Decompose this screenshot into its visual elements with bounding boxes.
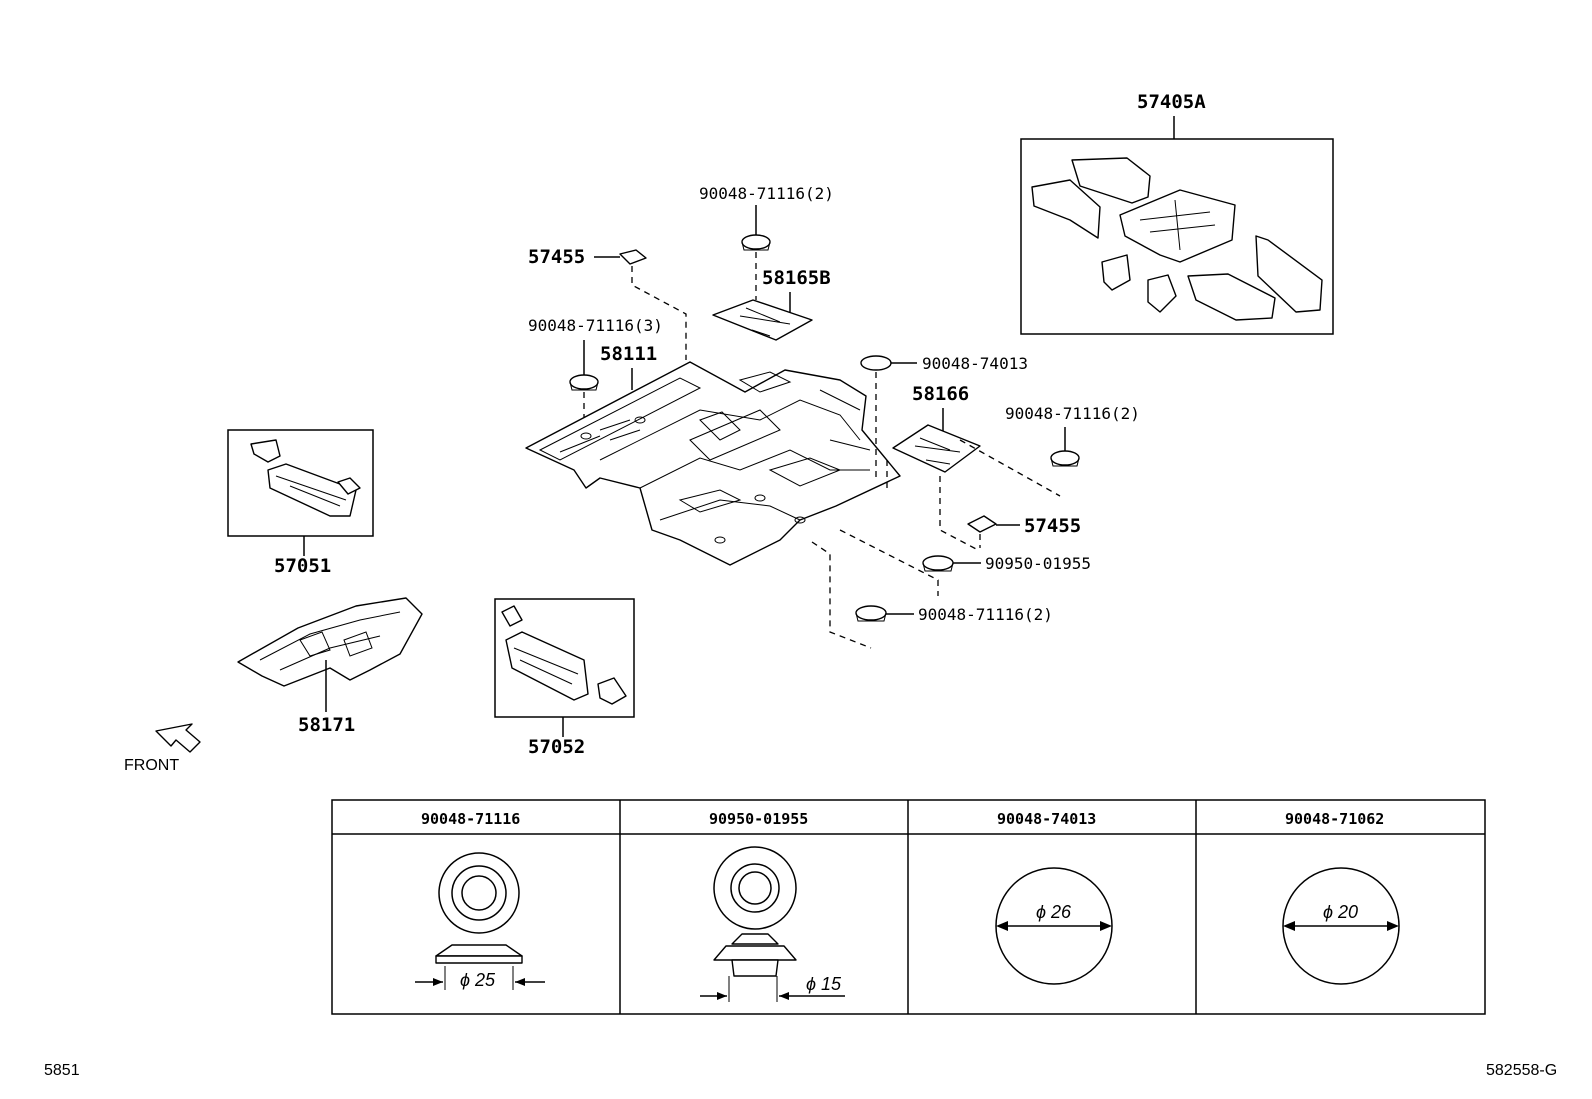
part-57052-group: 57052 xyxy=(494,598,635,758)
part-57455-left-group: 57455 xyxy=(528,246,687,360)
table-header-3: 90048-74013 xyxy=(997,810,1096,828)
grommet-icon xyxy=(855,605,887,621)
label-90048-74013[interactable]: 90048-74013 xyxy=(922,354,1028,373)
grommet-90048-71116-detail: ϕ 25 xyxy=(415,852,545,990)
part-90048-71116-right-group: 90048-71116(2) xyxy=(1005,404,1140,467)
box-57051 xyxy=(227,429,374,537)
label-90950-01955[interactable]: 90950-01955 xyxy=(985,554,1091,573)
part-58166-group: 58166 xyxy=(892,383,1061,551)
label-90048-71116-3[interactable]: 90048-71116(3) xyxy=(528,316,663,335)
label-front: FRONT xyxy=(124,757,179,774)
footer-left-code: 5851 xyxy=(44,1062,80,1079)
label-57455-right[interactable]: 57455 xyxy=(1024,515,1081,537)
box-57052 xyxy=(494,598,635,718)
label-90048-71116-2-right[interactable]: 90048-71116(2) xyxy=(1005,404,1140,423)
part-58111-group: 58111 xyxy=(600,343,657,390)
table-header-1: 90048-71116 xyxy=(421,810,520,828)
label-57052[interactable]: 57052 xyxy=(528,736,585,758)
part-57405A-group: 57405A xyxy=(1020,91,1334,335)
box-57405A xyxy=(1020,138,1334,335)
grommet-icon xyxy=(922,555,954,571)
part-90950-01955-group: 90950-01955 xyxy=(839,529,1091,596)
part-57051-group: 57051 xyxy=(227,429,374,577)
label-57405A[interactable]: 57405A xyxy=(1137,91,1206,113)
rear-floor-58171 xyxy=(237,597,423,687)
part-90048-71116-bottom-group: 90048-71116(2) xyxy=(811,541,1053,649)
part-90048-74013-group: 90048-74013 xyxy=(860,354,1028,488)
label-57455-left[interactable]: 57455 xyxy=(528,246,585,268)
grommet-90950-01955-detail: ϕ 15 xyxy=(700,846,845,1002)
front-direction-group: FRONT xyxy=(124,723,201,774)
label-90048-71116-2-top[interactable]: 90048-71116(2) xyxy=(699,184,834,203)
part-90048-71116-top-group: 90048-71116(2) xyxy=(699,184,834,300)
dim-phi-26: ϕ 26 xyxy=(1036,902,1072,922)
label-58171[interactable]: 58171 xyxy=(298,714,355,736)
plug-icon xyxy=(860,355,892,371)
part-58165B-group: 58165B xyxy=(712,267,831,341)
label-57051[interactable]: 57051 xyxy=(274,555,331,577)
grommet-icon xyxy=(1050,450,1080,466)
grommet-icon xyxy=(569,374,599,390)
label-90048-71116-2-bottom[interactable]: 90048-71116(2) xyxy=(918,605,1053,624)
front-arrow-icon xyxy=(155,723,201,753)
part-58171-group: 58171 xyxy=(237,597,423,736)
floor-pan-58111 xyxy=(525,361,901,566)
plug-90048-74013-detail: ϕ 26 xyxy=(995,867,1113,985)
label-58111[interactable]: 58111 xyxy=(600,343,657,365)
part-57405A-illustration xyxy=(1031,157,1323,321)
dim-phi-20: ϕ 20 xyxy=(1323,902,1358,922)
dim-phi-15: ϕ 15 xyxy=(806,974,842,994)
bracket-57455-right xyxy=(967,515,997,533)
label-58165B[interactable]: 58165B xyxy=(762,267,831,289)
table-header-4: 90048-71062 xyxy=(1285,810,1384,828)
grommet-icon xyxy=(741,234,771,250)
footer-right-code: 582558-G xyxy=(1486,1062,1557,1079)
label-58166[interactable]: 58166 xyxy=(912,383,969,405)
part-57455-right-group: 57455 xyxy=(967,515,1081,548)
bracket-57455-left xyxy=(619,249,647,265)
detail-table: 90048-71116 90950-01955 90048-74013 9004… xyxy=(331,799,1486,1015)
table-header-2: 90950-01955 xyxy=(709,810,808,828)
dim-phi-25: ϕ 25 xyxy=(460,970,496,990)
part-90048-71116-3-group: 90048-71116(3) xyxy=(528,316,663,428)
plug-90048-71062-detail: ϕ 20 xyxy=(1282,867,1400,985)
